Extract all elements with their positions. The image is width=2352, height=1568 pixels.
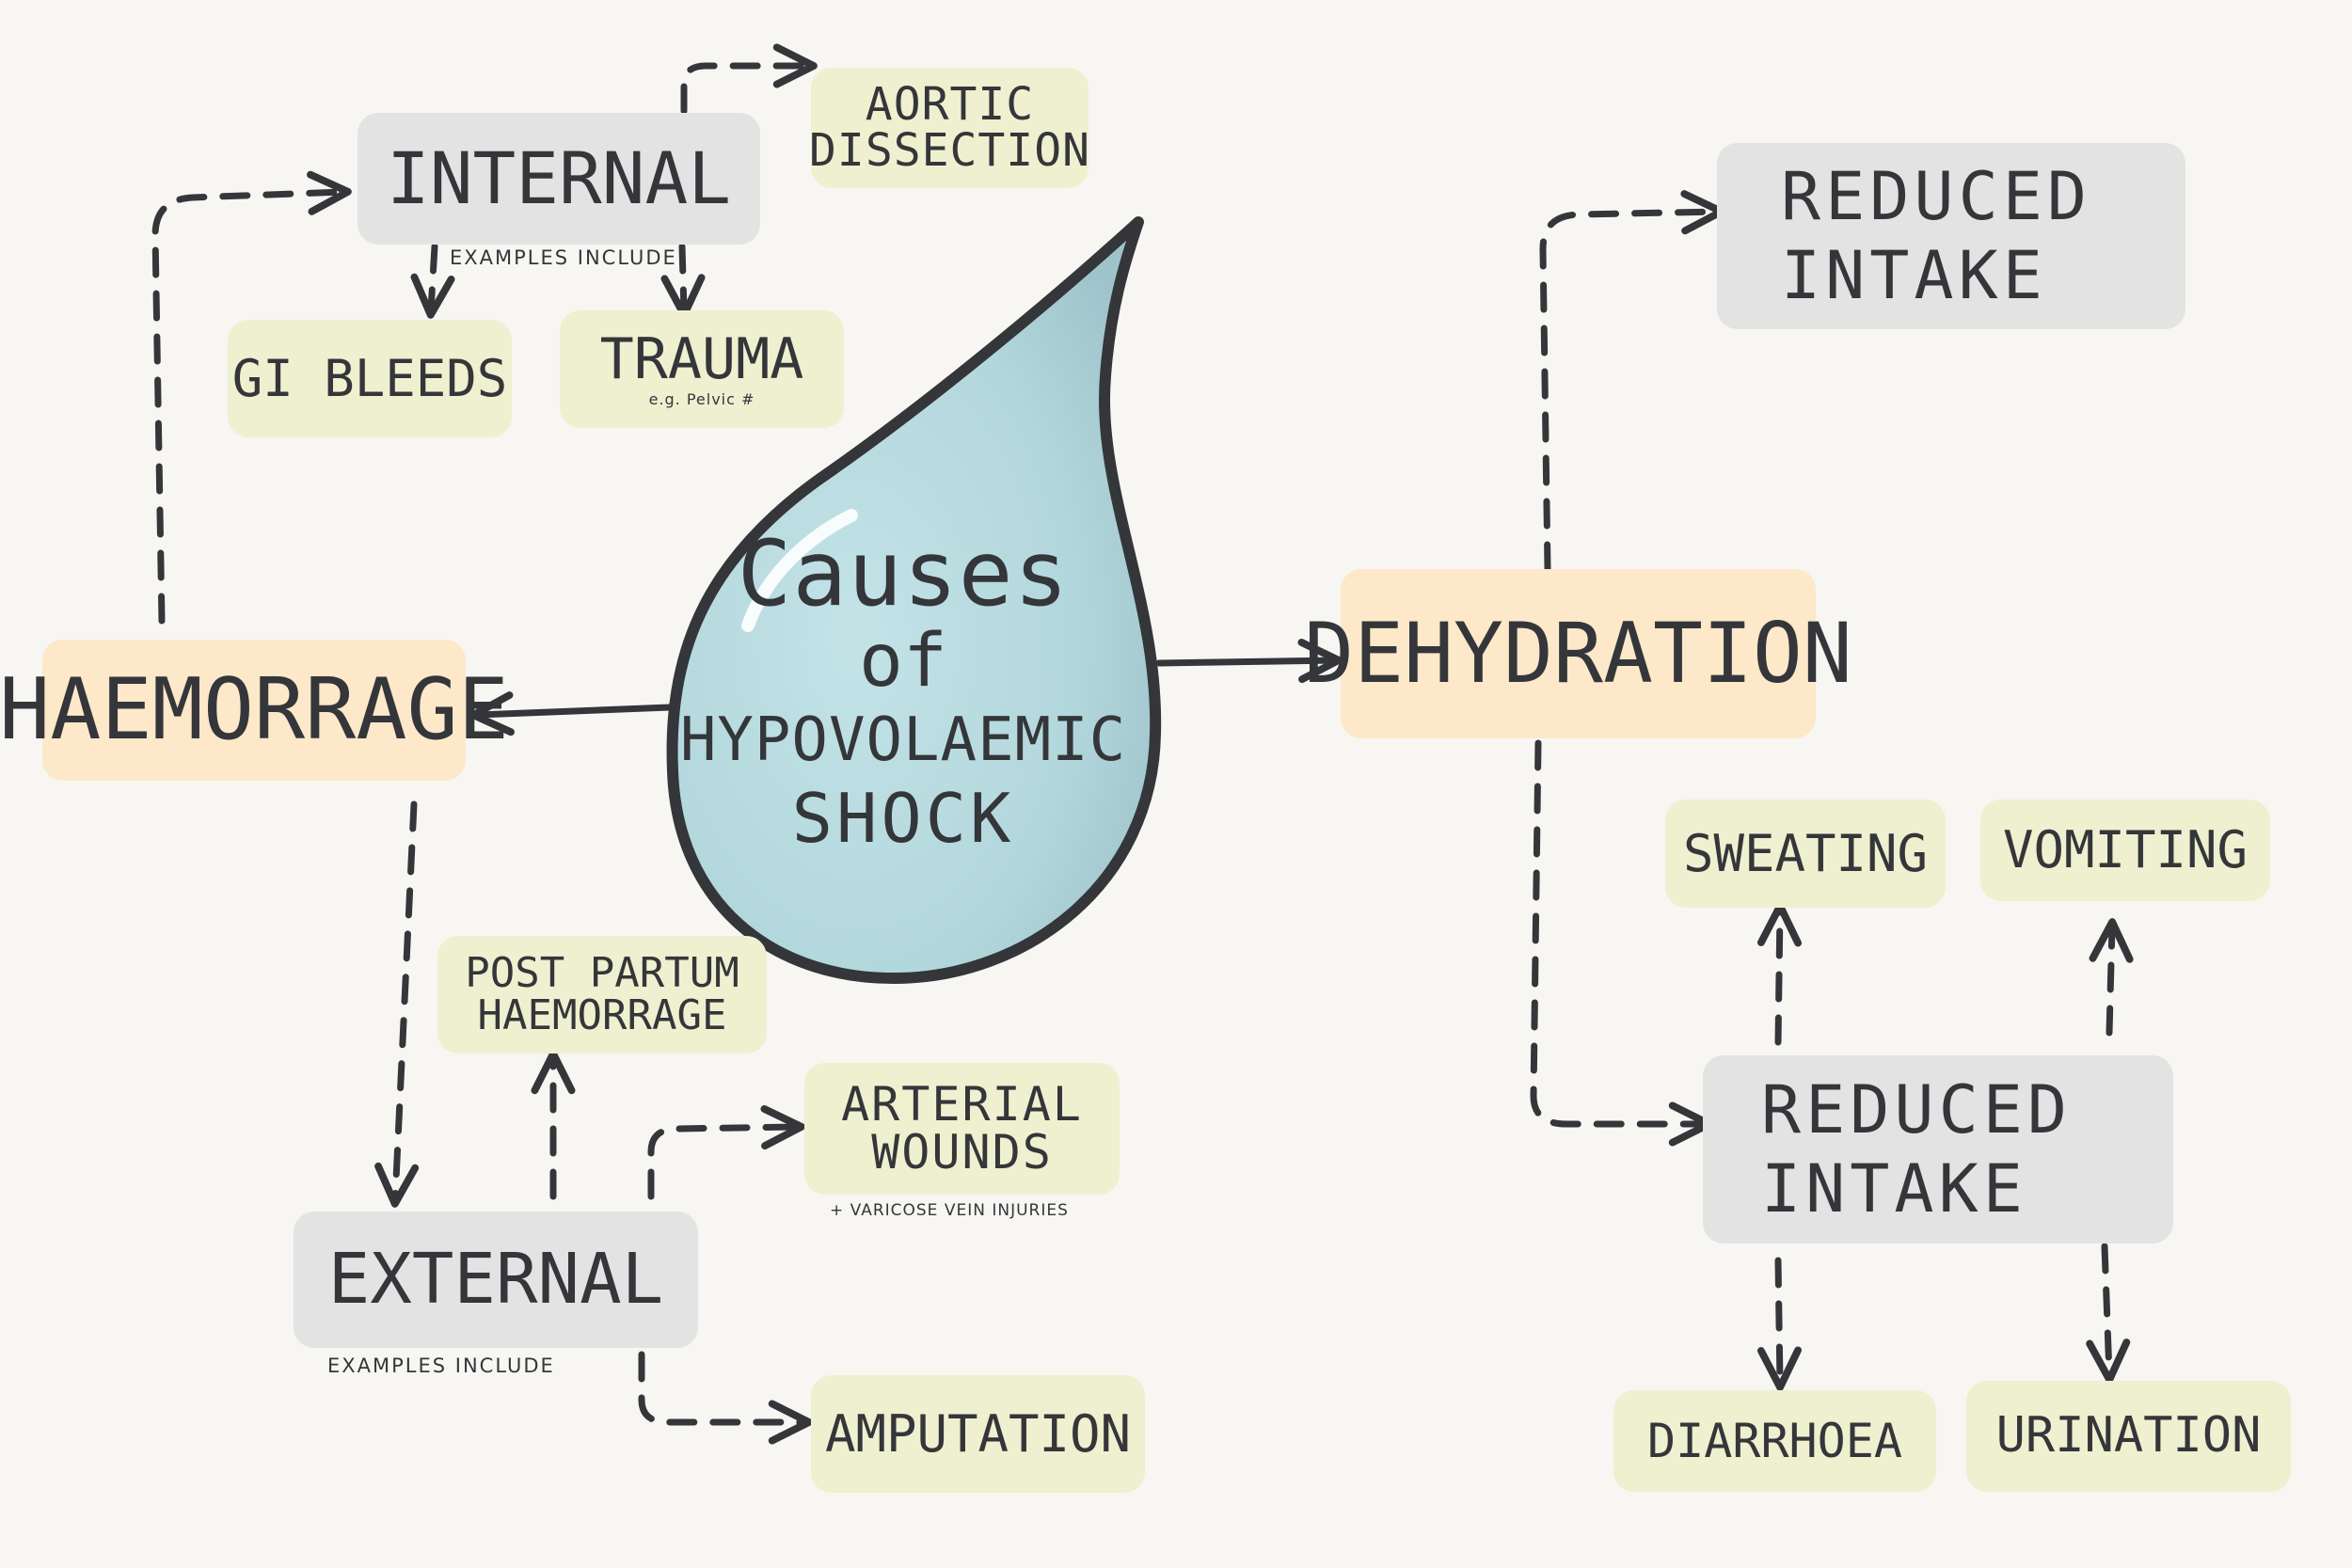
gi-bleeds-label: GI BLEEDS [231,348,508,408]
pph-line1: POST PARTUM [465,948,739,997]
center-title-hypovolaemic: HYPOVOLAEMIC [679,705,1127,775]
diarrhoea-label: DIARRHOEA [1647,1413,1902,1468]
arterial-wounds-node: ARTERIAL WOUNDS [804,1063,1120,1195]
reduced-intake-bottom-node: REDUCED INTAKE [1703,1055,2173,1243]
center-title-of: of [859,618,947,704]
aortic-line1: AORTIC [865,78,1035,132]
internal-node: INTERNAL [358,113,760,245]
arrow-internal-to-gi-bleeds [410,243,455,319]
arrow-dehydration-to-reduced-top [1539,190,1725,573]
reduced-bottom-line1: REDUCED [1761,1071,2073,1148]
trauma-note: e.g. Pelvic # [648,389,755,408]
amputation-label: AMPUTATION [824,1403,1132,1464]
drop-highlight [741,509,858,632]
internal-label: INTERNAL [386,136,732,221]
aortic-dissection-node: AORTIC DISSECTION [809,68,1090,188]
arrow-haemorrage-to-external [374,800,420,1208]
gi-bleeds-node: GI BLEEDS [228,320,512,437]
arrow-reduced-to-urination [2086,1243,2131,1384]
haemorrage-node: HAEMORRAGE [0,640,509,781]
vomiting-label: VOMITING [2002,820,2249,880]
reduced-top-line1: REDUCED [1781,158,2092,235]
arrow-to-haemorrage [469,691,674,736]
external-examples-note: EXAMPLES INCLUDE [327,1354,555,1377]
sweating-label: SWEATING [1682,823,1929,883]
external-label: EXTERNAL [327,1238,664,1320]
arrow-internal-to-trauma [660,243,706,319]
reduced-bottom-line2: INTAKE [1761,1150,2027,1227]
arterial-line1: ARTERIAL [841,1077,1083,1132]
arrow-reduced-to-sweating [1756,902,1803,1046]
arrow-reduced-to-vomiting [2089,918,2134,1037]
diarrhoea-node: DIARRHOEA [1613,1390,1936,1492]
center-title-causes: Causes [737,521,1070,626]
reduced-intake-top-node: REDUCED INTAKE [1717,143,2185,329]
arrow-external-to-amputation [638,1351,813,1445]
aortic-line2: DISSECTION [809,124,1090,177]
post-partum-node: POST PARTUM HAEMORRAGE [437,936,767,1053]
arrow-internal-to-aortic [680,43,818,115]
arrow-external-to-arterial [647,1105,805,1200]
sweating-node: SWEATING [1665,800,1946,908]
urination-label: URINATION [1995,1407,2262,1465]
vomiting-node: VOMITING [1980,800,2270,901]
haemorrage-label: HAEMORRAGE [0,660,509,760]
urination-node: URINATION [1966,1381,2291,1492]
trauma-label: TRAUMA [599,325,804,392]
center-title-shock: SHOCK [791,778,1015,858]
center-title: Causes of HYPOVOLAEMIC SHOCK [640,527,1167,859]
arrow-haemorrage-to-internal [151,170,352,625]
dehydration-node: DEHYDRATION [1304,569,1852,738]
trauma-node: TRAUMA e.g. Pelvic # [560,310,844,428]
reduced-top-line2: INTAKE [1781,237,2047,314]
external-node: EXTERNAL [294,1212,698,1348]
arrow-dehydration-to-reduced-bottom [1530,739,1713,1147]
pph-line2: HAEMORRAGE [477,990,727,1039]
internal-examples-note: EXAMPLES INCLUDE [450,246,677,269]
arterial-note: + VARICOSE VEIN INJURIES [830,1201,1069,1220]
arterial-line2: WOUNDS [871,1125,1053,1180]
water-drop-shape [666,216,1162,984]
arrow-reduced-to-diarrhoea [1756,1257,1802,1391]
arrow-to-dehydration [1155,639,1343,684]
dehydration-label: DEHYDRATION [1304,605,1852,703]
amputation-node: AMPUTATION [811,1375,1145,1493]
